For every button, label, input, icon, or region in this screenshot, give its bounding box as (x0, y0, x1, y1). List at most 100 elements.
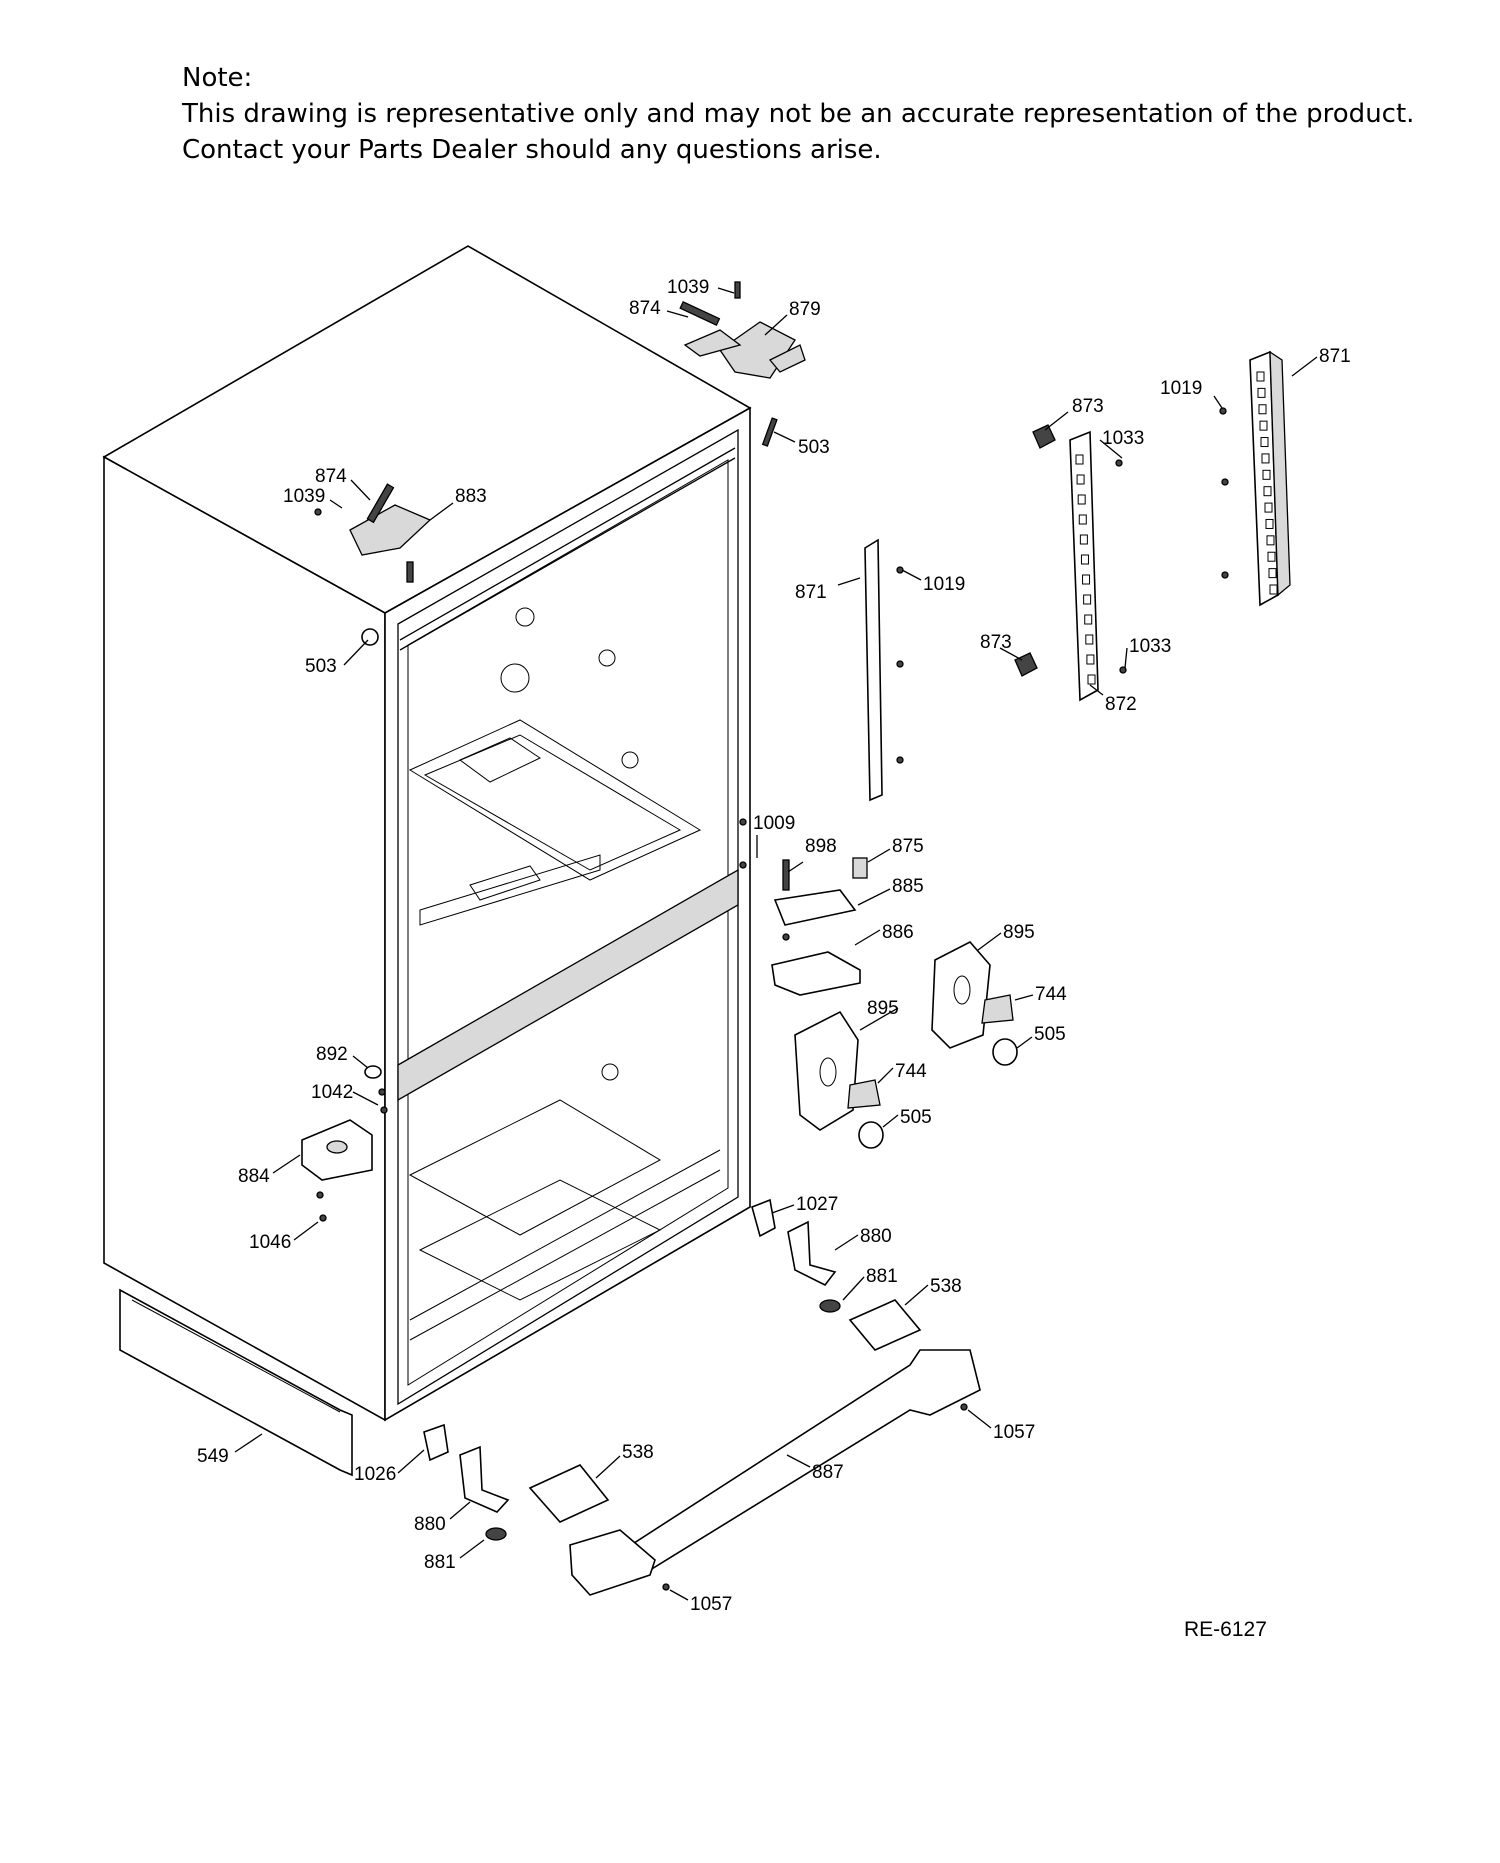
callout-1057: 1057 (690, 1594, 732, 1615)
callout-875: 875 (892, 836, 924, 857)
callout-887: 887 (812, 1462, 844, 1483)
disclaimer-note: Note: This drawing is representative onl… (182, 60, 1414, 168)
rail-slot (1079, 534, 1088, 545)
callout-1009: 1009 (753, 813, 795, 834)
callout-898: 898 (805, 836, 837, 857)
callout-886: 886 (882, 922, 914, 943)
callout-879: 879 (789, 299, 821, 320)
callout-1042: 1042 (311, 1082, 353, 1103)
leg-744-right (981, 994, 1014, 1024)
callout-871: 871 (1319, 346, 1351, 367)
callout-1039: 1039 (283, 486, 325, 507)
kickplate-549 (119, 1288, 353, 1477)
roller-538-left (528, 1464, 610, 1523)
callout-1033: 1033 (1129, 636, 1171, 657)
rail-slot (1086, 654, 1095, 665)
rail-slot (1260, 437, 1269, 448)
callout-895: 895 (867, 998, 899, 1019)
hinge-pin-874 (679, 300, 721, 326)
callout-871: 871 (795, 582, 827, 603)
callout-1026: 1026 (354, 1464, 396, 1485)
callout-labels: 1039 874 879 871 1019 873 1033 503 874 1… (197, 277, 1351, 1615)
callout-744: 744 (1035, 984, 1067, 1005)
cabinet-front-frame (384, 406, 751, 1422)
callout-874: 874 (629, 298, 661, 319)
rail-slot (1078, 514, 1087, 525)
callout-885: 885 (892, 876, 924, 897)
drawing-code: RE-6127 (1184, 1618, 1267, 1641)
rail-slot (1263, 486, 1272, 497)
grille-end-887 (569, 1529, 656, 1596)
rail-slot (1082, 574, 1091, 585)
callout-1027: 1027 (796, 1194, 838, 1215)
cover-895-left (794, 1010, 859, 1131)
callout-874: 874 (315, 466, 347, 487)
glide-881-left (485, 1527, 507, 1541)
callout-895: 895 (1003, 922, 1035, 943)
callout-744: 744 (895, 1061, 927, 1082)
rail-872-slots (1075, 371, 1278, 685)
cover-895-right (931, 941, 991, 1049)
rail-slot (1087, 674, 1096, 685)
cabinet-side (103, 455, 386, 1422)
callout-1057: 1057 (993, 1422, 1035, 1443)
rail-slot (1256, 371, 1265, 382)
leg-744-left (847, 1079, 881, 1109)
rail-slot (1076, 474, 1085, 485)
rail-slot (1080, 554, 1089, 565)
hinge-pin-874-lower (366, 483, 395, 524)
bracket-880-right (787, 1220, 837, 1287)
hinge-879 (683, 281, 806, 379)
rail-slot (1265, 518, 1274, 529)
callout-503: 503 (798, 437, 830, 458)
top-hinge-left (349, 504, 432, 556)
callout-873: 873 (1072, 396, 1104, 417)
rail-871-left (864, 538, 883, 802)
callout-505: 505 (1034, 1024, 1066, 1045)
rail-slot (1261, 453, 1270, 464)
callout-872: 872 (1105, 694, 1137, 715)
callout-1046: 1046 (249, 1232, 291, 1253)
rail-slot (1085, 634, 1094, 645)
bracket-1026 (423, 1423, 449, 1462)
bracket-885 (773, 889, 857, 926)
callout-1033: 1033 (1102, 428, 1144, 449)
rail-slot (1266, 535, 1275, 546)
vent-cover (459, 737, 542, 783)
screws (314, 407, 1229, 1591)
note-line-2: Contact your Parts Dealer should any que… (182, 135, 882, 165)
callout-883: 883 (455, 486, 487, 507)
rail-slot (1077, 494, 1086, 505)
callout-538: 538 (930, 1276, 962, 1297)
rail-872 (1069, 430, 1099, 702)
rail-slot (1262, 469, 1271, 480)
rail-slot (1258, 404, 1267, 415)
part-892 (364, 1065, 382, 1079)
bracket-1027 (751, 1198, 776, 1238)
glide-881-right (819, 1299, 841, 1313)
callout-880: 880 (414, 1514, 446, 1535)
callout-538: 538 (622, 1442, 654, 1463)
callout-873: 873 (980, 632, 1012, 653)
leader-lines (234, 287, 1318, 1601)
part-875 (852, 857, 868, 879)
callout-1019: 1019 (1160, 378, 1202, 399)
bracket-880-left (459, 1445, 510, 1513)
refrigerator-cabinet (102, 245, 752, 1422)
rail-slot (1267, 551, 1276, 562)
note-line-1: This drawing is representative only and … (182, 99, 1415, 129)
rail-slot (1083, 594, 1092, 605)
rail-slot (1268, 568, 1277, 579)
center-mullion (397, 868, 739, 1102)
callout-1039: 1039 (667, 277, 709, 298)
callout-505: 505 (900, 1107, 932, 1128)
clip-873-upper (1032, 424, 1056, 449)
rail-slot (1259, 420, 1268, 431)
callout-503: 503 (305, 656, 337, 677)
callout-881: 881 (424, 1552, 456, 1573)
rail-slot (1264, 502, 1273, 513)
rail-slot (1084, 614, 1093, 625)
rail-slot (1257, 387, 1266, 398)
foot-505-right (992, 1038, 1018, 1066)
